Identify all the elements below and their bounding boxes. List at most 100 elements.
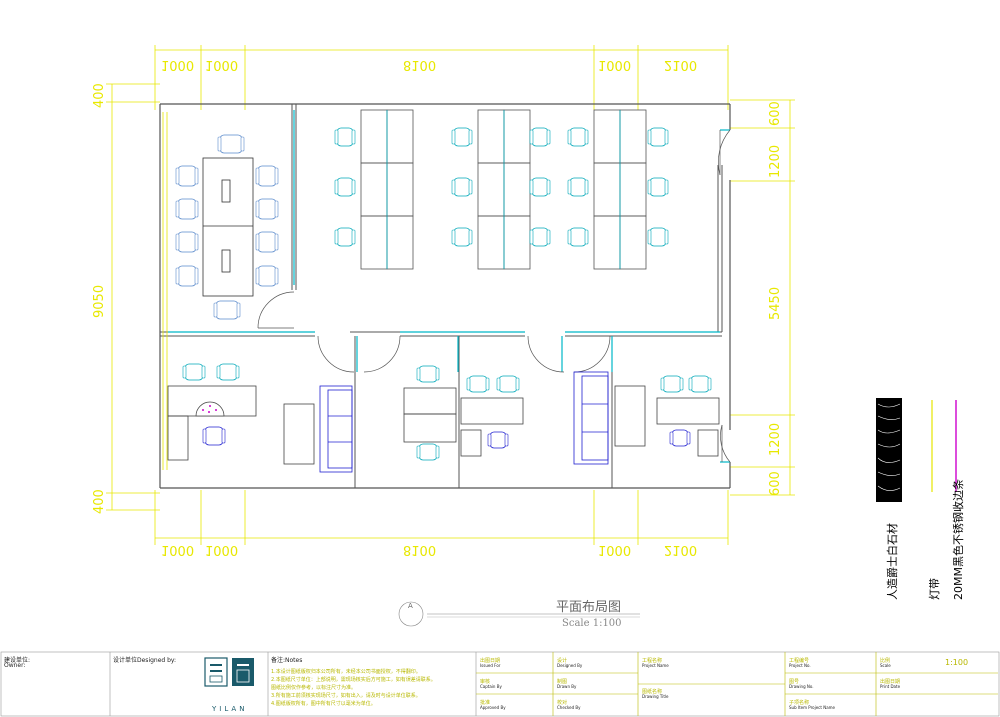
chairs	[175, 127, 712, 461]
field-drawn-sub: Drawn By	[557, 684, 577, 689]
dim-top-5: 2100	[664, 57, 698, 72]
dim-right-5: 600	[768, 471, 783, 496]
dim-bottom-5: 2100	[664, 542, 698, 557]
field-captain: 审核	[480, 679, 491, 685]
chair	[334, 177, 356, 197]
field-project-no-sub: Project No.	[789, 663, 811, 668]
chair	[660, 375, 684, 393]
chair	[529, 127, 551, 147]
chair	[175, 198, 199, 220]
sofas	[319, 371, 609, 473]
chair	[217, 134, 245, 154]
workstation-desk	[593, 109, 621, 164]
exterior-walls	[159, 103, 731, 489]
dim-top-4: 1000	[598, 57, 632, 72]
field-print-date: 出图日期	[880, 679, 901, 685]
designer-label: 设计单位Designed by:	[113, 657, 177, 664]
chair	[529, 177, 551, 197]
chair	[647, 227, 669, 247]
field-issued-for: 出图日期	[480, 658, 501, 664]
dim-top-2: 1000	[205, 57, 239, 72]
chair	[466, 375, 490, 393]
field-drawing-no: 图号	[789, 679, 800, 685]
legend-swatches	[876, 398, 957, 502]
workstation-desk	[503, 109, 531, 164]
chair	[567, 227, 589, 247]
field-designed: 设计	[557, 658, 568, 664]
chair	[451, 127, 473, 147]
chair	[487, 431, 509, 449]
dim-bottom-2: 1000	[205, 542, 239, 557]
chair	[496, 375, 520, 393]
chair	[175, 231, 199, 253]
dim-bottom-4: 1000	[598, 542, 632, 557]
dim-right-3: 5450	[768, 286, 783, 320]
dim-right-4: 1200	[768, 422, 783, 456]
chair	[529, 227, 551, 247]
drawing-scale: Scale 1:100	[562, 618, 622, 629]
chair	[567, 177, 589, 197]
field-project-name: 工程名称	[642, 658, 663, 664]
dim-left-3: 400	[92, 489, 107, 514]
chair	[255, 231, 279, 253]
workstation-desk	[360, 215, 388, 270]
note-line-3: 图纸比例仅作参考，以标注尺寸为准。	[271, 685, 357, 691]
right-dimension-chain	[730, 99, 795, 496]
dim-left-2: 9050	[92, 284, 107, 318]
workstation-desk	[386, 215, 414, 270]
field-issued-for-sub: Issued For	[480, 663, 501, 668]
chair	[416, 365, 440, 383]
workstation-desk	[477, 215, 505, 270]
field-print-date-sub: Print Date	[880, 684, 901, 689]
field-scale: 比例	[880, 658, 891, 664]
dim-right-1: 600	[768, 101, 783, 126]
chair	[416, 443, 440, 461]
workstation-desk	[386, 162, 414, 217]
field-drawing-title: 图纸名称	[642, 689, 663, 695]
field-drawing-no-sub: Drawing No.	[789, 684, 814, 689]
legend-label-light-strip: 灯带	[928, 578, 941, 600]
chair	[255, 198, 279, 220]
office-furniture	[167, 385, 720, 465]
workstation-desk	[593, 162, 621, 217]
chair	[451, 177, 473, 197]
chair	[647, 177, 669, 197]
drawing-title-mark	[398, 601, 640, 627]
chair	[647, 127, 669, 147]
chair	[255, 265, 279, 287]
workstation-desk	[386, 109, 414, 164]
field-checked: 校对	[557, 700, 568, 706]
top-dimension-chain	[154, 45, 729, 110]
chair	[202, 426, 226, 446]
dim-bottom-1: 1000	[161, 542, 195, 557]
dim-top-3: 8100	[403, 57, 437, 72]
chair	[182, 363, 206, 381]
owner-label: 建设单位:	[4, 657, 31, 664]
workstation-desk	[593, 215, 621, 270]
note-line-4: 3.所有施工前须核实现场尺寸，如有出入，请及时与设计单位联系。	[271, 693, 421, 699]
drawing-title: 平面布局图	[556, 600, 622, 615]
chair	[213, 300, 241, 320]
chair	[334, 127, 356, 147]
legend-label-steel-trim: 20MM黑色不锈钢收边条	[952, 479, 965, 600]
logo-text: YILAN	[212, 705, 248, 713]
title-block-frame	[0, 651, 1000, 717]
notes-label: 备注:Notes	[271, 657, 303, 664]
chair	[451, 227, 473, 247]
field-sub-item: 子项名称	[789, 700, 810, 706]
field-sub-item-sub: Sub Item Project Name	[789, 705, 836, 710]
note-line-5: 4.图纸版权所有，图中所有尺寸以毫米为单位。	[271, 701, 376, 707]
marble-round-table	[195, 401, 225, 417]
field-captain-sub: Captain By	[480, 684, 502, 689]
workstation-desk	[619, 109, 647, 164]
workstation-desk	[503, 215, 531, 270]
workstation-desk	[477, 109, 505, 164]
chair	[567, 127, 589, 147]
door-swings	[257, 129, 731, 463]
dim-left-1: 400	[92, 83, 107, 108]
workstation-desk	[503, 162, 531, 217]
workstation-desk	[360, 109, 388, 164]
glass-partitions	[168, 110, 730, 463]
dim-top-1: 1000	[161, 57, 195, 72]
field-project-no: 工程编号	[789, 658, 810, 664]
